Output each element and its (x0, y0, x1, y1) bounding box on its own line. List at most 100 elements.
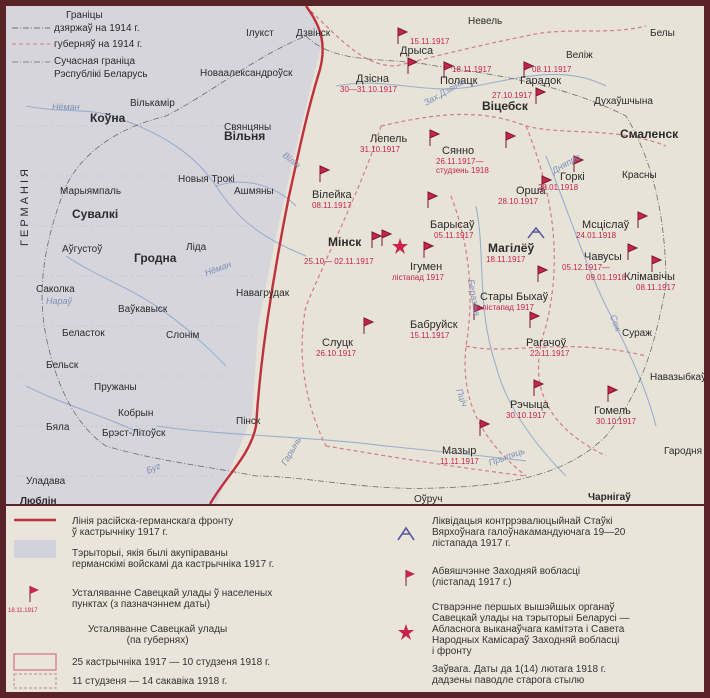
svg-text:Гомель: Гомель (594, 405, 631, 417)
svg-text:Вількамір: Вількамір (130, 98, 175, 109)
svg-text:08.11.1917: 08.11.1917 (532, 65, 572, 74)
flag-icon (381, 229, 393, 246)
governorate-borders (301, 6, 667, 477)
svg-text:26.11.1917—: 26.11.1917— (436, 157, 483, 166)
svg-text:Невель: Невель (468, 16, 502, 27)
flag-icon (627, 243, 639, 260)
svg-text:Рэчыца: Рэчыца (510, 399, 550, 411)
svg-text:26.10.1917: 26.10.1917 (316, 349, 357, 358)
svg-text:Белы: Белы (650, 28, 675, 39)
period2-swatch (13, 673, 57, 689)
city-minsk: Мінск (328, 235, 362, 249)
svg-text:Чарнігаў: Чарнігаў (588, 491, 631, 503)
soviet-flags (319, 27, 663, 436)
svg-text:дзяржаў на 1914 г.: дзяржаў на 1914 г. (54, 22, 140, 34)
svg-text:Ашмяны: Ашмяны (234, 186, 274, 197)
svg-text:Ліда: Ліда (186, 242, 207, 253)
svg-text:28.10.1917: 28.10.1917 (498, 197, 539, 206)
svg-text:Вілейка: Вілейка (312, 189, 353, 201)
svg-text:Гарынь: Гарынь (279, 435, 303, 467)
city-kovna: Коўна (90, 111, 126, 125)
map-canvas: Граніцы дзяржаў на 1914 г. губерняў на 1… (6, 6, 704, 504)
soviet-dates: 15.11.1917 30—31.10.1917 18.11.1917 08.1… (304, 37, 676, 466)
svg-text:Бельск: Бельск (46, 360, 79, 371)
svg-text:27.10.1917: 27.10.1917 (492, 91, 533, 100)
svg-text:Сянно: Сянно (442, 145, 474, 157)
svg-text:Ігумен: Ігумен (410, 261, 442, 273)
city-smalensk: Смаленск (620, 127, 679, 141)
flag-icon (529, 311, 541, 328)
star-icon (392, 238, 408, 254)
svg-text:Клімавічы: Клімавічы (624, 271, 675, 283)
svg-text:Веліж: Веліж (566, 50, 593, 61)
svg-text:30.10.1917: 30.10.1917 (596, 417, 637, 426)
svg-text:Дзвінск: Дзвінск (296, 28, 331, 39)
flag-icon (573, 155, 585, 172)
svg-text:Бяла: Бяла (46, 422, 70, 433)
flag-icon (637, 211, 649, 228)
svg-text:Кобрын: Кобрын (118, 407, 153, 419)
svg-text:Дрыса: Дрыса (400, 45, 434, 57)
svg-text:Пружаны: Пружаны (94, 382, 137, 393)
svg-text:Мсціслаў: Мсціслаў (582, 219, 630, 231)
svg-text:Беразіна: Беразіна (466, 279, 482, 317)
flag-icon (479, 419, 491, 436)
modern-belarus-border (41, 35, 667, 489)
svg-text:Марыямпаль: Марыямпаль (60, 186, 121, 197)
svg-text:Дзісна: Дзісна (356, 73, 390, 85)
svg-text:Красны: Красны (622, 170, 657, 181)
svg-text:09.01.1918: 09.01.1918 (586, 273, 627, 282)
flag-icon (533, 379, 545, 396)
svg-text:Стары Быхаў: Стары Быхаў (480, 291, 549, 303)
svg-text:Беласток: Беласток (62, 328, 105, 339)
svg-text:Прыпяць: Прыпяць (487, 445, 526, 467)
svg-text:30.10.1917: 30.10.1917 (506, 411, 547, 420)
period1-swatch (13, 653, 57, 671)
legend-symbols (13, 518, 415, 689)
city-grodna: Гродна (134, 251, 177, 265)
soviet-cities: Дзісна Дрыса Полацк Гарадок Лепель Сянно… (312, 45, 675, 457)
svg-text:18.11.1917: 18.11.1917 (486, 255, 526, 264)
flag-icon (651, 255, 663, 272)
city-vitsebsk: Віцебск (482, 99, 529, 113)
svg-text:Новыя Трокі: Новыя Трокі (178, 174, 235, 185)
legend-zakh-text: Абвяшчэнне Заходняй вобласці(лістапад 19… (432, 566, 581, 588)
svg-text:08.11.1917: 08.11.1917 (636, 283, 676, 292)
corner-legend: Граніцы дзяржаў на 1914 г. губерняў на 1… (12, 10, 148, 80)
rivers (25, 73, 657, 477)
svg-text:лістапад 1917: лістапад 1917 (482, 303, 534, 312)
svg-text:25.10— 02.11.1917: 25.10— 02.11.1917 (304, 257, 374, 266)
svg-text:31.10.1917: 31.10.1917 (360, 145, 401, 154)
svg-text:Слуцк: Слуцк (322, 337, 353, 349)
svg-text:Нёман: Нёман (52, 102, 80, 112)
stavka-liquidation-icon (527, 226, 545, 239)
flag-icon (505, 131, 517, 148)
flag-icon (423, 241, 435, 258)
svg-text:Оўруч: Оўруч (414, 493, 442, 504)
svg-text:Саколка: Саколка (36, 284, 75, 295)
svg-text:08.11.1917: 08.11.1917 (312, 201, 352, 210)
flag-icon (541, 175, 553, 192)
svg-text:11.11.1917: 11.11.1917 (440, 457, 479, 466)
city-vilnya: Вільня (224, 129, 265, 143)
flag-icon (537, 265, 549, 282)
flag-icon (405, 570, 415, 586)
country-label-germany: ГЕРМАНІЯ (19, 166, 31, 246)
svg-text:Уладава: Уладава (26, 476, 66, 487)
flag-icon (397, 27, 409, 44)
major-cities: Коўна Вільня Сувалкі Гродна Мінск Магілё… (72, 99, 679, 265)
svg-text:студзень 1918: студзень 1918 (436, 166, 489, 175)
flag-icon (363, 317, 375, 334)
svg-text:Горкі: Горкі (560, 171, 585, 183)
svg-text:15.11.1917: 15.11.1917 (410, 331, 450, 340)
svg-text:Аўгустоў: Аўгустоў (62, 243, 102, 255)
svg-text:Нараў: Нараў (46, 296, 73, 306)
flag-icon (429, 129, 441, 146)
svg-text:Граніцы: Граніцы (66, 10, 103, 21)
